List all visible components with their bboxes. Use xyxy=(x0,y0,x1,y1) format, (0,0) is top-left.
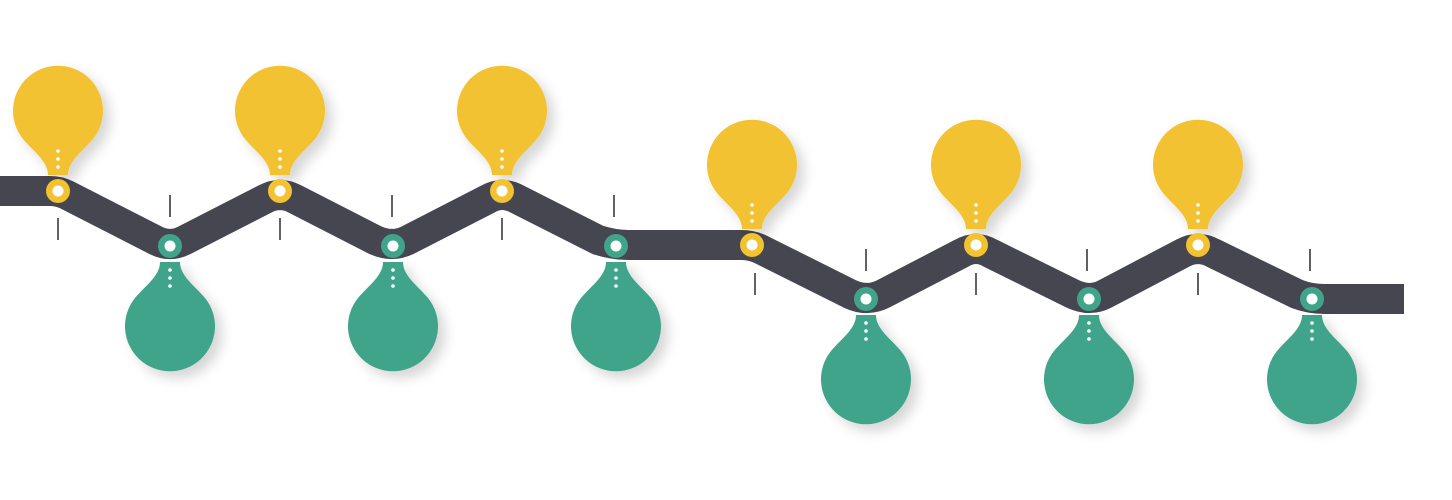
neck-dot xyxy=(1087,337,1091,341)
neck-dot xyxy=(391,268,395,272)
neck-dot xyxy=(974,203,978,207)
timeline-marker-6-bottom xyxy=(571,234,661,372)
neck-dot xyxy=(56,165,60,169)
neck-dot xyxy=(168,276,172,280)
anchor-dot xyxy=(164,240,176,252)
neck-dot xyxy=(864,329,868,333)
neck-dot xyxy=(278,157,282,161)
neck-dot xyxy=(750,211,754,215)
neck-dot xyxy=(278,149,282,153)
anchor-dot xyxy=(1192,239,1204,251)
neck-dot xyxy=(1310,321,1314,325)
marker-bubble xyxy=(707,119,798,229)
marker-bubble xyxy=(348,262,438,372)
anchor-dot xyxy=(610,240,622,252)
neck-dot xyxy=(1196,219,1200,223)
neck-dot xyxy=(864,321,868,325)
tick-marks xyxy=(57,195,1311,295)
anchor-dot xyxy=(1083,293,1095,305)
neck-dot xyxy=(391,276,395,280)
timeline-marker-3-top xyxy=(234,65,325,203)
neck-dot xyxy=(500,157,504,161)
neck-dot xyxy=(56,149,60,153)
neck-dot xyxy=(278,165,282,169)
timeline-marker-5-top xyxy=(457,65,547,203)
timeline-markers xyxy=(13,65,1357,425)
timeline-marker-1-top xyxy=(13,65,104,203)
timeline-marker-11-top xyxy=(1153,119,1244,257)
timeline-marker-8-bottom xyxy=(821,287,911,425)
neck-dot xyxy=(974,219,978,223)
anchor-dot xyxy=(1306,293,1318,305)
marker-bubble xyxy=(571,262,661,372)
neck-dot xyxy=(614,268,618,272)
timeline-marker-10-bottom xyxy=(1044,287,1134,425)
marker-bubble xyxy=(234,65,325,175)
marker-bubble xyxy=(931,119,1021,229)
neck-dot xyxy=(974,211,978,215)
neck-dot xyxy=(864,337,868,341)
neck-dot xyxy=(1310,329,1314,333)
neck-dot xyxy=(1310,337,1314,341)
timeline-marker-12-bottom xyxy=(1267,287,1357,425)
neck-dot xyxy=(168,284,172,288)
neck-dot xyxy=(614,276,618,280)
neck-dot xyxy=(500,165,504,169)
marker-bubble xyxy=(457,65,547,175)
neck-dot xyxy=(391,284,395,288)
anchor-dot xyxy=(860,293,872,305)
anchor-dot xyxy=(274,185,286,197)
neck-dot xyxy=(1196,203,1200,207)
neck-dot xyxy=(1196,211,1200,215)
neck-dot xyxy=(614,284,618,288)
neck-dot xyxy=(1087,321,1091,325)
anchor-dot xyxy=(970,239,982,251)
neck-dot xyxy=(750,203,754,207)
neck-dot xyxy=(1087,329,1091,333)
neck-dot xyxy=(500,149,504,153)
anchor-dot xyxy=(746,239,758,251)
anchor-dot xyxy=(496,185,508,197)
neck-dot xyxy=(56,157,60,161)
neck-dot xyxy=(168,268,172,272)
timeline-marker-2-bottom xyxy=(125,234,215,372)
neck-dot xyxy=(750,219,754,223)
marker-bubble xyxy=(821,315,911,425)
marker-bubble xyxy=(13,65,104,175)
marker-bubble xyxy=(1267,315,1357,425)
marker-bubble xyxy=(1044,315,1134,425)
timeline-marker-9-top xyxy=(931,119,1021,257)
timeline-track xyxy=(0,176,1404,314)
timeline-marker-4-bottom xyxy=(348,234,438,372)
timeline-marker-7-top xyxy=(707,119,798,257)
marker-bubble xyxy=(1153,119,1244,229)
marker-bubble xyxy=(125,262,215,372)
anchor-dot xyxy=(52,185,64,197)
anchor-dot xyxy=(387,240,399,252)
